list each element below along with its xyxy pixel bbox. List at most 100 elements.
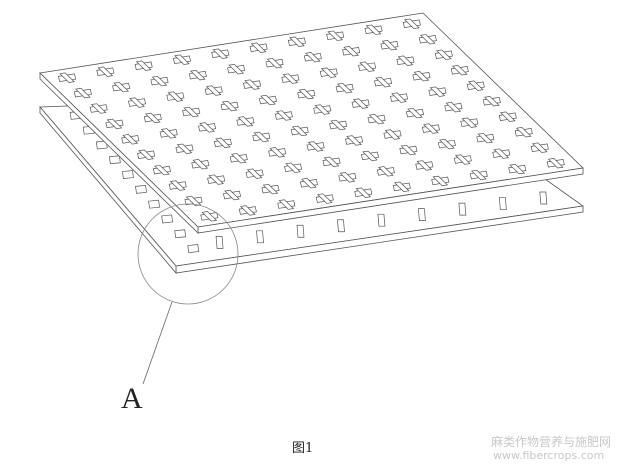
slot-hole (337, 219, 345, 233)
slot-hole (148, 199, 160, 209)
slot-hole (256, 230, 264, 244)
cross-bump (444, 101, 463, 113)
cross-bump (421, 123, 440, 134)
cross-bump (236, 116, 255, 127)
cross-bump (150, 75, 169, 87)
slot-hole (377, 213, 386, 227)
cross-bump (166, 91, 185, 102)
cross-bump (530, 142, 549, 153)
cross-bump (338, 172, 357, 183)
cross-bump (213, 137, 232, 149)
cross-bump (546, 158, 565, 169)
bottom-plate-slots (69, 110, 548, 253)
figure-caption: 图1 (292, 441, 314, 456)
slot-hole (122, 170, 134, 179)
cross-bump (374, 76, 393, 88)
cross-bump (121, 134, 140, 145)
cross-bump (351, 98, 370, 109)
cross-bump (73, 87, 92, 99)
cross-bump (437, 138, 456, 150)
cross-bump (460, 117, 479, 128)
cross-shaped-bumps (58, 18, 565, 222)
cross-bump (134, 60, 153, 71)
cross-bump (498, 111, 517, 122)
cross-bump (434, 49, 453, 60)
cross-bump (229, 153, 248, 164)
cross-bump (418, 34, 437, 45)
cross-bump (466, 80, 485, 91)
cross-bump (284, 162, 303, 173)
cross-bump (412, 71, 431, 82)
cross-bump (96, 66, 115, 77)
cross-bump (399, 144, 418, 156)
cross-bump (274, 110, 293, 121)
cross-bump (277, 199, 296, 210)
cross-bump (326, 30, 345, 41)
leader-line (142, 301, 173, 385)
cross-bump (137, 149, 156, 160)
cross-bump (299, 178, 318, 189)
cross-bump (303, 52, 322, 63)
cross-bump (345, 135, 364, 146)
cross-bump (172, 54, 192, 65)
cross-bump (402, 18, 421, 29)
cross-bump (175, 143, 194, 154)
cross-bump (182, 106, 201, 118)
callout-label-a: A (121, 382, 143, 415)
cross-bump (396, 55, 415, 66)
slot-hole (161, 214, 174, 224)
cross-bump (380, 40, 399, 51)
cross-bump (258, 94, 277, 106)
cross-bump (143, 112, 162, 124)
cross-bump (367, 113, 386, 125)
slot-hole (135, 184, 147, 194)
cross-bump (184, 195, 203, 207)
cross-bump (306, 141, 325, 152)
cross-bump (290, 125, 309, 137)
cross-bump (222, 189, 242, 201)
watermark-url: www.fibercrops.com (493, 449, 605, 462)
cross-bump (392, 181, 411, 192)
cross-bump (191, 159, 210, 170)
cross-bump (112, 81, 131, 93)
cross-bump (415, 160, 434, 171)
cross-bump (376, 166, 395, 177)
cross-bump (383, 129, 402, 140)
cross-bump (152, 164, 171, 176)
cross-bump (287, 36, 306, 47)
cross-bump (297, 88, 316, 100)
cross-bump (252, 131, 271, 143)
cross-bump (329, 119, 348, 131)
cross-bump (200, 211, 219, 222)
top-plate (39, 12, 584, 234)
cross-bump (335, 82, 354, 94)
cross-bump (245, 168, 264, 179)
cross-bump (514, 127, 533, 138)
cross-bump (322, 156, 341, 168)
cross-bump (469, 169, 488, 181)
cross-bump (207, 174, 226, 185)
cross-bump (127, 97, 147, 108)
cross-bump (204, 85, 223, 96)
cross-bump (188, 69, 207, 81)
cross-bump (281, 73, 300, 84)
cross-bump (358, 61, 377, 72)
cross-bump (268, 147, 287, 158)
cross-bump (227, 63, 246, 75)
cross-bump (238, 205, 257, 216)
cross-bump (405, 107, 425, 119)
cross-bump (211, 48, 230, 59)
watermark-site-name: 麻类作物营养与施肥网 (491, 435, 612, 449)
slot-hole (215, 235, 224, 249)
cross-bump (364, 24, 383, 35)
cross-bump (389, 92, 409, 103)
cross-bump (428, 86, 447, 97)
detail-circle (137, 203, 239, 305)
slot-hole (458, 202, 467, 216)
cross-bump (431, 175, 450, 187)
cross-bump (450, 65, 469, 76)
cross-bump (243, 79, 262, 90)
cross-bump (453, 154, 472, 165)
